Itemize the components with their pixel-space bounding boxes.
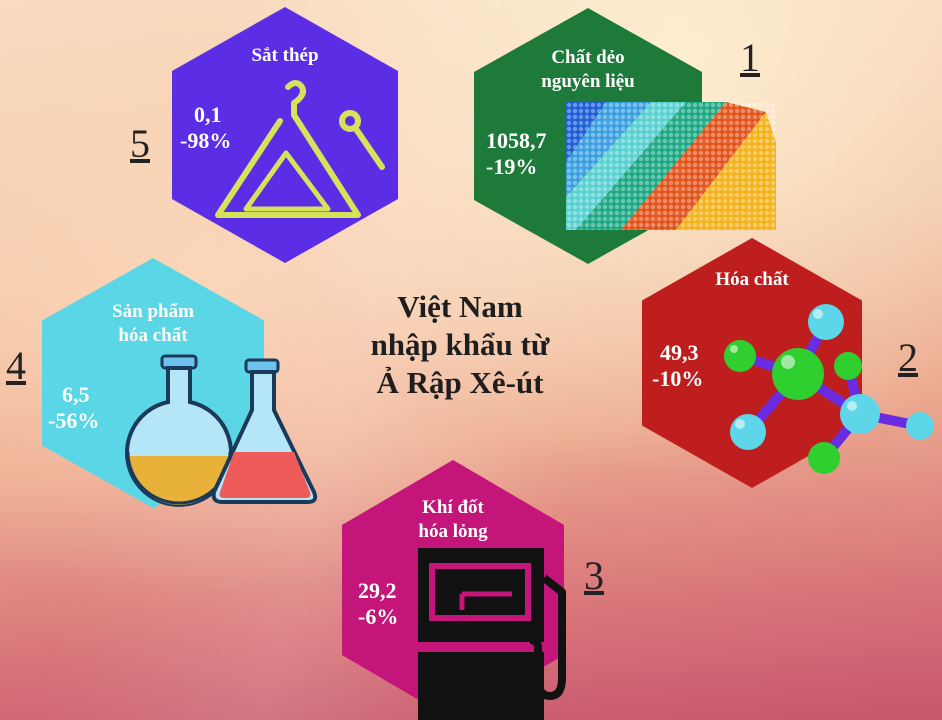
hex-title: Hóa chất	[715, 269, 789, 290]
rank-label: 5	[130, 121, 150, 166]
hex-title: Chất dẻo nguyên liệu	[541, 47, 635, 92]
triangle-instrument-icon	[215, 80, 385, 218]
molecule-icon	[724, 304, 934, 474]
hex-title: Sắt thép	[251, 45, 319, 66]
hex-title: Khí đốt hóa lỏng	[418, 497, 488, 542]
lab-flasks-icon	[125, 354, 318, 507]
value-label: 6,5 -56%	[48, 382, 100, 433]
value-label: 0,1 -98%	[180, 102, 232, 153]
center-title: Việt Nam nhập khẩu từ Ả Rập Xê-út	[370, 289, 550, 400]
rank-label: 1	[740, 35, 760, 80]
value-label: 1058,7 -19%	[486, 128, 547, 179]
hex-title: Sản phẩm hóa chất	[112, 301, 194, 346]
value-label: 29,2 -6%	[358, 578, 399, 629]
rank-label: 2	[898, 335, 918, 380]
rank-label: 3	[584, 553, 604, 598]
rank-label: 4	[6, 343, 26, 388]
gas-pump-icon	[414, 548, 566, 720]
plastic-granules-image	[566, 102, 776, 230]
value-label: 49,3 -10%	[652, 340, 704, 391]
